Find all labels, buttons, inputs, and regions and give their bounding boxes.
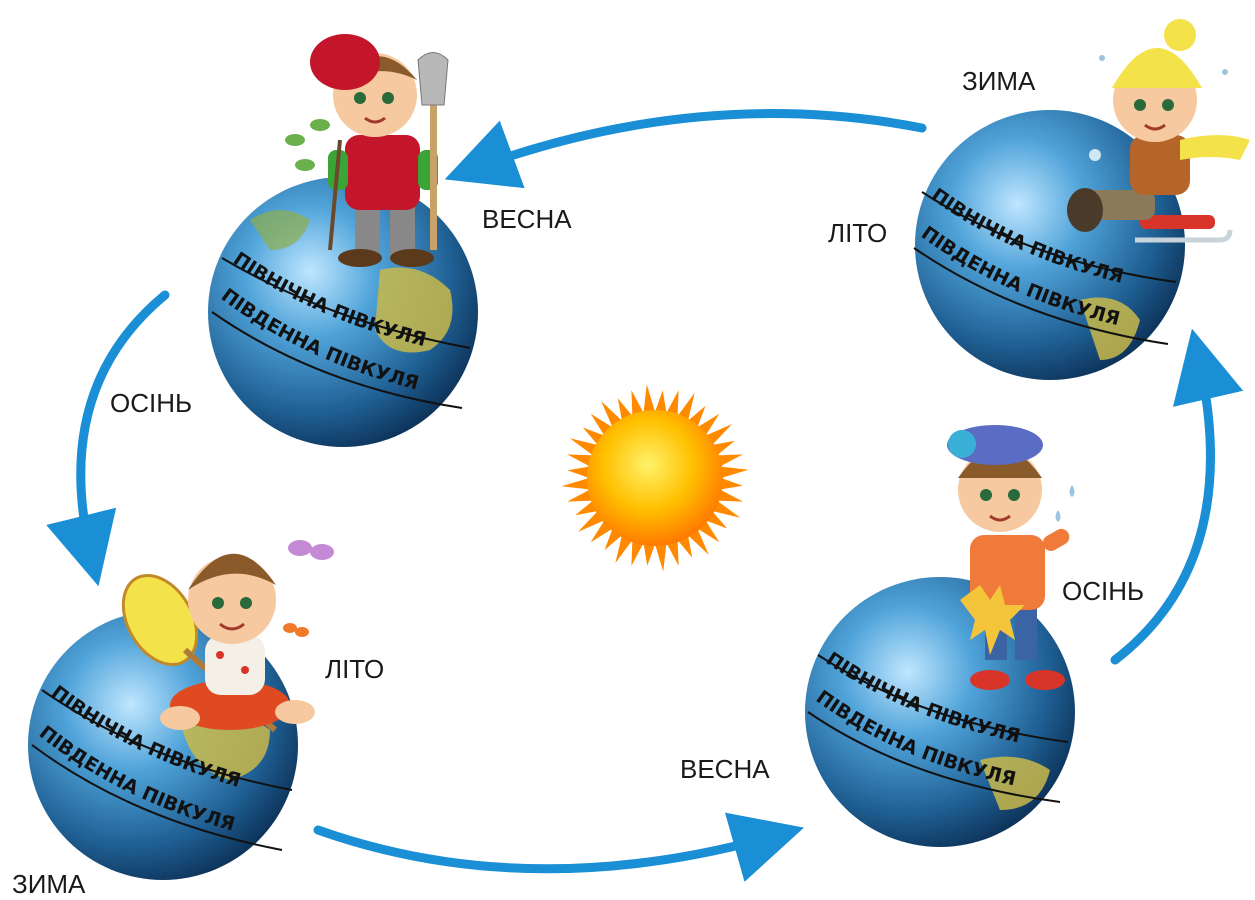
globe-top-right: ПІВНІЧНА ПІВКУЛЯ ПІВДЕННА ПІВКУЛЯ [913, 110, 1185, 380]
season-label-top-right-north: ЗИМА [962, 66, 1036, 96]
boy-on-sled [1067, 19, 1250, 243]
season-label-top-left-south: ОСІНЬ [110, 388, 192, 418]
season-label-bottom-left-north: ЛІТО [325, 654, 384, 684]
globe-bottom-right: ПІВНІЧНА ПІВКУЛЯ ПІВДЕННА ПІВКУЛЯ [805, 577, 1075, 847]
boy-with-maple-leaf [947, 425, 1075, 690]
season-label-bottom-left-south: ЗИМА [12, 869, 86, 899]
globe-top-left: ПІВНІЧНА ПІВКУЛЯ ПІВДЕННА ПІВКУЛЯ [208, 177, 478, 447]
season-label-bottom-right-south: ВЕСНА [680, 754, 770, 784]
boy-with-butterfly-net [121, 540, 334, 733]
maple-leaf-icon [960, 585, 1025, 655]
arrow-left [46, 290, 170, 587]
raindrop-icon [1055, 485, 1075, 522]
season-label-bottom-right-north: ОСІНЬ [1062, 576, 1144, 606]
season-label-top-right-south: ЛІТО [828, 218, 887, 248]
sun-icon [561, 384, 749, 572]
boy-with-shovel-and-sapling [285, 34, 449, 267]
arrow-bottom [313, 812, 804, 882]
season-label-top-left-north: ВЕСНА [482, 204, 572, 234]
arrow-right [1110, 328, 1244, 665]
arrow-top [444, 109, 927, 189]
orbit-arrows [46, 109, 1244, 882]
butterfly-icon [283, 540, 334, 637]
